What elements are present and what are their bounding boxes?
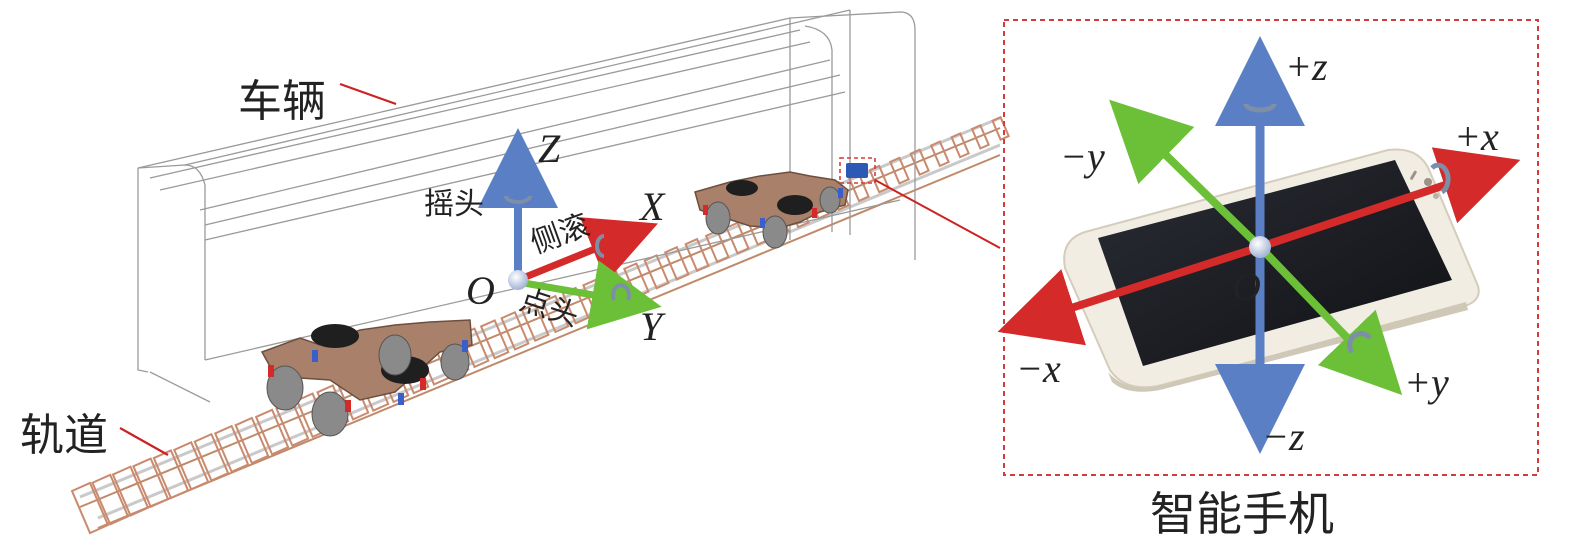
vehicle-label: 车辆 [238, 76, 326, 127]
rotation-arrow-icon [1243, 103, 1277, 113]
phone-marker-on-vehicle [846, 163, 868, 178]
track-sleeper [254, 408, 290, 456]
phone-neg-y-label: −y [1060, 134, 1105, 179]
phone-marker-dashed-box [839, 157, 876, 184]
track-sleeper [111, 465, 150, 517]
rotation-arrow-icon [1430, 162, 1451, 195]
track-sleeper [172, 441, 210, 491]
phone-neg-y-axis [1109, 99, 1263, 250]
track-sleeper [479, 319, 510, 360]
phone-neg-z-label: −z [1262, 414, 1305, 459]
phone-pos-x-label: +x [1454, 114, 1499, 159]
rotation-arrow-icon [595, 234, 605, 258]
track-sleeper [888, 156, 910, 185]
phone-zoom-leader [874, 179, 1001, 249]
track-sleeper [684, 237, 710, 273]
track-sleeper [70, 481, 110, 535]
vehicle-origin-sphere [508, 270, 528, 290]
track-sleeper [91, 473, 130, 526]
phone-pos-z-label: +z [1285, 44, 1328, 89]
smartphone-body [1063, 148, 1480, 392]
bogie-front [694, 171, 849, 249]
vehicle-coordinate-frame [478, 128, 662, 330]
bogie-rear [260, 319, 473, 437]
track-sleeper [950, 132, 970, 159]
track-sleeper [213, 424, 250, 474]
track-sleeper [541, 294, 570, 334]
track-sleeper [868, 164, 890, 194]
phone-origin-label: O [1232, 264, 1261, 309]
rotation-arrow-icon [1347, 331, 1372, 354]
phone-origin-sphere [1249, 236, 1271, 258]
track [70, 115, 1011, 535]
track-sleeper [909, 148, 930, 176]
phone-pos-y-label: +y [1404, 360, 1449, 405]
rotation-arrow-icon [504, 195, 532, 204]
track-label: 轨道 [20, 410, 108, 461]
track-sleeper [848, 172, 870, 203]
rotation-arrow-icon [611, 283, 631, 301]
track-sleeper [500, 310, 530, 351]
track-sleeper [725, 221, 750, 255]
smartphone-inset-box [1003, 19, 1539, 476]
track-sleeper [234, 416, 270, 465]
track-sleeper [193, 432, 230, 482]
smartphone-label: 智能手机 [1150, 487, 1334, 541]
phone-neg-x-axis [997, 243, 1262, 346]
vehicle-axis-z-label: Z [538, 126, 561, 171]
phone-pos-x-axis [1258, 147, 1521, 251]
phone-coordinate-frame [997, 36, 1521, 454]
vehicle-x-axis [516, 217, 658, 284]
vehicle-origin-label: O [466, 268, 495, 313]
vehicle-axis-y-label: Y [640, 304, 666, 349]
track-sleeper [132, 457, 170, 509]
track-sleeper [520, 302, 550, 343]
track-sleeper [991, 115, 1011, 142]
vehicle-axis-x-label: X [638, 184, 666, 229]
track-sleeper [663, 245, 690, 281]
yaw-label: 摇头 [424, 187, 484, 222]
track-sleeper [970, 124, 990, 150]
phone-pos-y-axis [1257, 244, 1403, 396]
phone-neg-x-label: −x [1016, 346, 1061, 391]
track-leader-line [119, 427, 169, 456]
track-sleeper [929, 140, 950, 168]
vehicle-leader-line [339, 82, 397, 106]
